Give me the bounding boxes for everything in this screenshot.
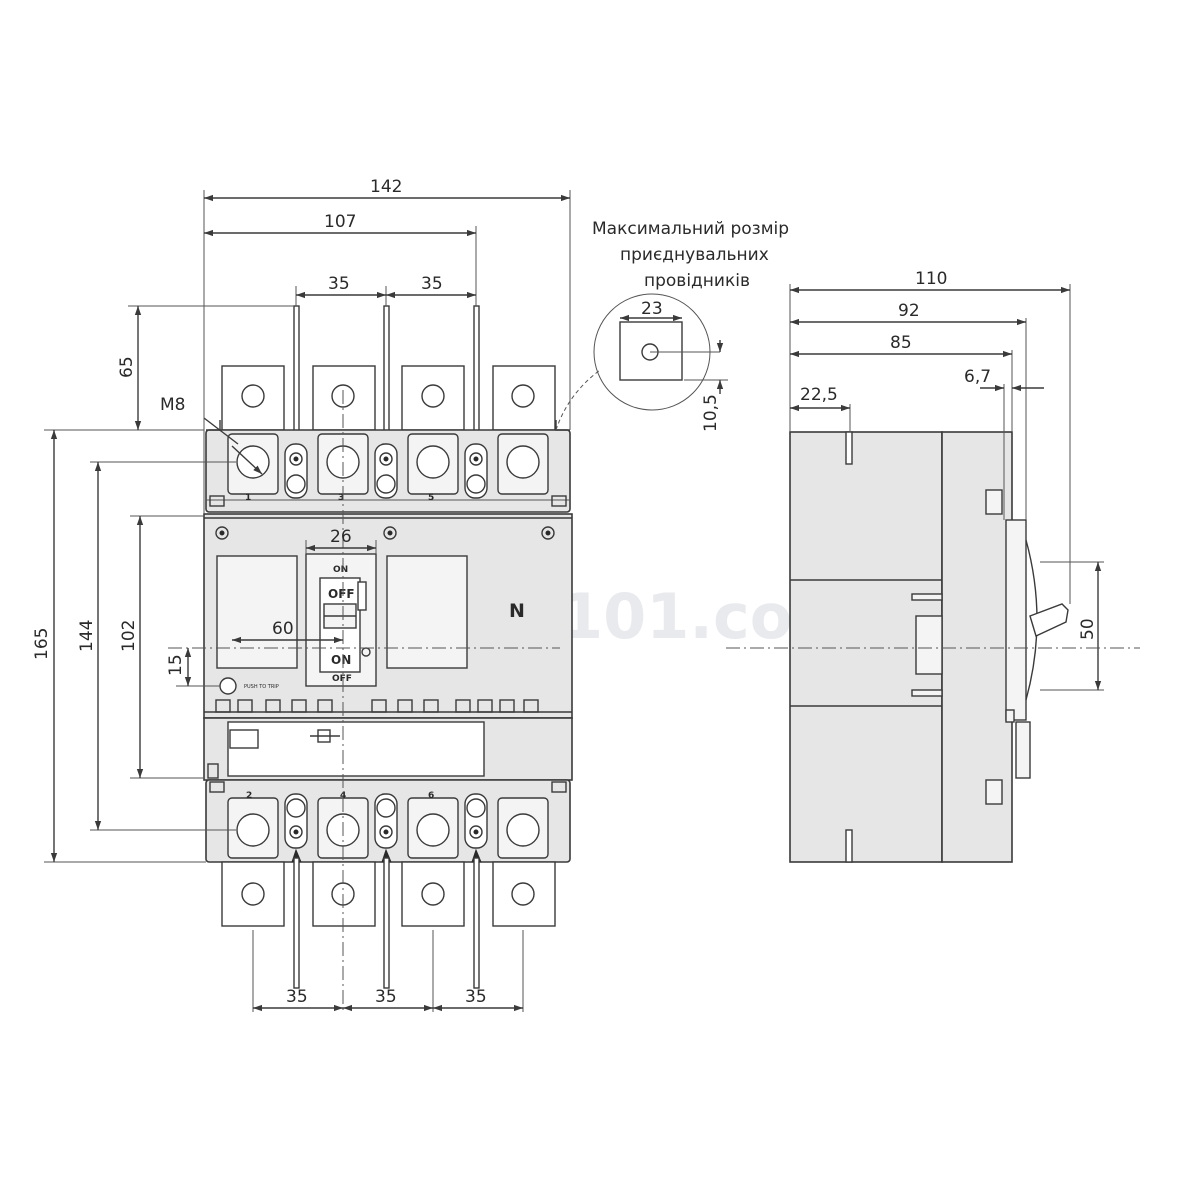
m8-thread-label: M8 [160, 395, 185, 415]
top-lug-1 [221, 365, 285, 431]
terminal-5-label: 5 [428, 493, 434, 503]
right-window [386, 555, 468, 669]
top-lug-3 [312, 365, 376, 431]
bottom-pins [291, 848, 482, 989]
dim-60: 60 [272, 619, 294, 639]
top-lug-n [492, 365, 556, 431]
dim-35-top-1: 35 [328, 274, 350, 294]
front-view: 1 3 5 ON OFF ON OFF N PU [160, 305, 573, 1012]
side-dim-92: 92 [898, 301, 920, 321]
dim-35-top-2: 35 [421, 274, 443, 294]
bottom-terminal-lugs [221, 861, 556, 927]
handle-on-label: ON [331, 653, 351, 667]
note-dim-10-5: 10,5 [701, 394, 721, 432]
side-dim-6-7: 6,7 [964, 367, 991, 387]
terminal-2-label: 2 [246, 791, 252, 801]
dim-142: 142 [370, 177, 402, 197]
terminal-4-label: 4 [340, 791, 346, 801]
dim-144: 144 [77, 620, 97, 652]
dim-102: 102 [119, 620, 139, 652]
handle-off-label: OFF [328, 587, 355, 601]
handle-off-bottom-label: OFF [332, 674, 352, 684]
dim-165: 165 [32, 628, 52, 660]
side-view [789, 431, 1069, 863]
top-terminal-lugs [221, 365, 556, 431]
dim-26: 26 [330, 527, 352, 547]
side-dim-50: 50 [1078, 618, 1098, 640]
conductor-square [619, 321, 683, 381]
push-to-trip-button [219, 677, 237, 695]
terminal-6-label: 6 [428, 791, 434, 801]
side-handle-lever [1029, 603, 1069, 637]
neutral-label: N [509, 600, 525, 622]
side-dim-85: 85 [890, 333, 912, 353]
dim-65: 65 [117, 356, 137, 378]
breaker-body: ON OFF ON OFF N PUSH TO TRIP [203, 513, 573, 719]
side-dim-22-5: 22,5 [800, 385, 838, 405]
note-dim-23: 23 [641, 299, 663, 319]
top-lug-5 [401, 365, 465, 431]
conductor-size-note: Максимальний розмір приєднувальних прові… [555, 219, 789, 432]
dim-107: 107 [324, 212, 356, 232]
note-line-1: Максимальний розмір [592, 219, 789, 239]
side-dim-110: 110 [915, 269, 947, 289]
side-handle-plate [1005, 519, 1027, 721]
dim-35-bottom-1: 35 [286, 987, 308, 1007]
terminal-3-label: 3 [338, 493, 344, 503]
handle-on-top-label: ON [333, 565, 348, 575]
bottom-terminal-block: 2 4 6 [205, 779, 571, 863]
dim-35-bottom-2: 35 [375, 987, 397, 1007]
front-view-dimensions: 142 107 35 35 65 165 144 102 15 [32, 177, 571, 1012]
push-to-trip-label: PUSH TO TRIP [244, 684, 279, 690]
note-line-2: приєднувальних [620, 245, 769, 265]
accessory-strip [203, 717, 573, 781]
left-window [216, 555, 298, 669]
note-line-3: провідників [644, 271, 750, 291]
top-terminal-block: 1 3 5 [205, 420, 571, 513]
side-view-dimensions: 110 92 85 6,7 22,5 50 [726, 269, 1140, 691]
dim-15: 15 [166, 654, 186, 676]
terminal-1-label: 1 [245, 493, 251, 503]
dim-35-bottom-3: 35 [465, 987, 487, 1007]
